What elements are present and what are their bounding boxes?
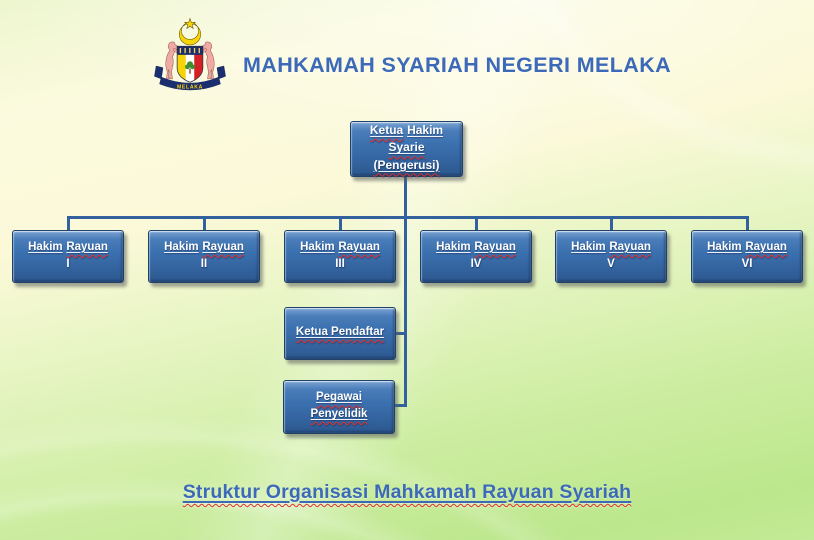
ribbon-text: MELAKA xyxy=(177,85,203,91)
connector-stub-1 xyxy=(67,219,70,230)
node-label: Ketua Pendaftar xyxy=(295,326,385,339)
slide-caption: Struktur Organisasi Mahkamah Rayuan Syar… xyxy=(182,481,632,503)
star-icon xyxy=(183,17,197,30)
connector-stub-3 xyxy=(339,219,342,230)
node-numeral: IV xyxy=(470,257,482,270)
ribbon-icon: MELAKA xyxy=(154,65,226,91)
melaka-crest-logo: MELAKA xyxy=(154,17,226,91)
node-label: (Pengerusi) xyxy=(373,157,440,172)
connector-registrar-stub xyxy=(395,332,406,335)
crescent-icon xyxy=(179,22,201,46)
node-numeral: I xyxy=(66,257,70,270)
node-numeral: VI xyxy=(741,257,753,270)
page-title: MAHKAMAH SYARIAH NEGERI MELAKA xyxy=(243,53,672,77)
shield-icon xyxy=(176,45,204,83)
node-numeral: II xyxy=(200,257,208,270)
connector-stub-2 xyxy=(203,219,206,230)
node-label: Syarie xyxy=(388,140,425,155)
org-node-registrar: Ketua Pendaftar xyxy=(284,307,396,360)
connector-stub-6 xyxy=(746,219,749,230)
connector-center-stem xyxy=(404,177,407,407)
node-numeral: III xyxy=(335,257,345,270)
node-label: Penyelidik xyxy=(310,408,368,420)
connector-stub-5 xyxy=(610,219,613,230)
connector-officer-stub xyxy=(395,404,406,407)
node-label: Pegawai xyxy=(315,391,363,404)
node-numeral: V xyxy=(607,257,615,270)
connector-horizontal-bar xyxy=(67,216,749,219)
connector-stub-4 xyxy=(475,219,478,230)
org-node-research-officer: Pegawai Penyelidik xyxy=(283,380,395,434)
